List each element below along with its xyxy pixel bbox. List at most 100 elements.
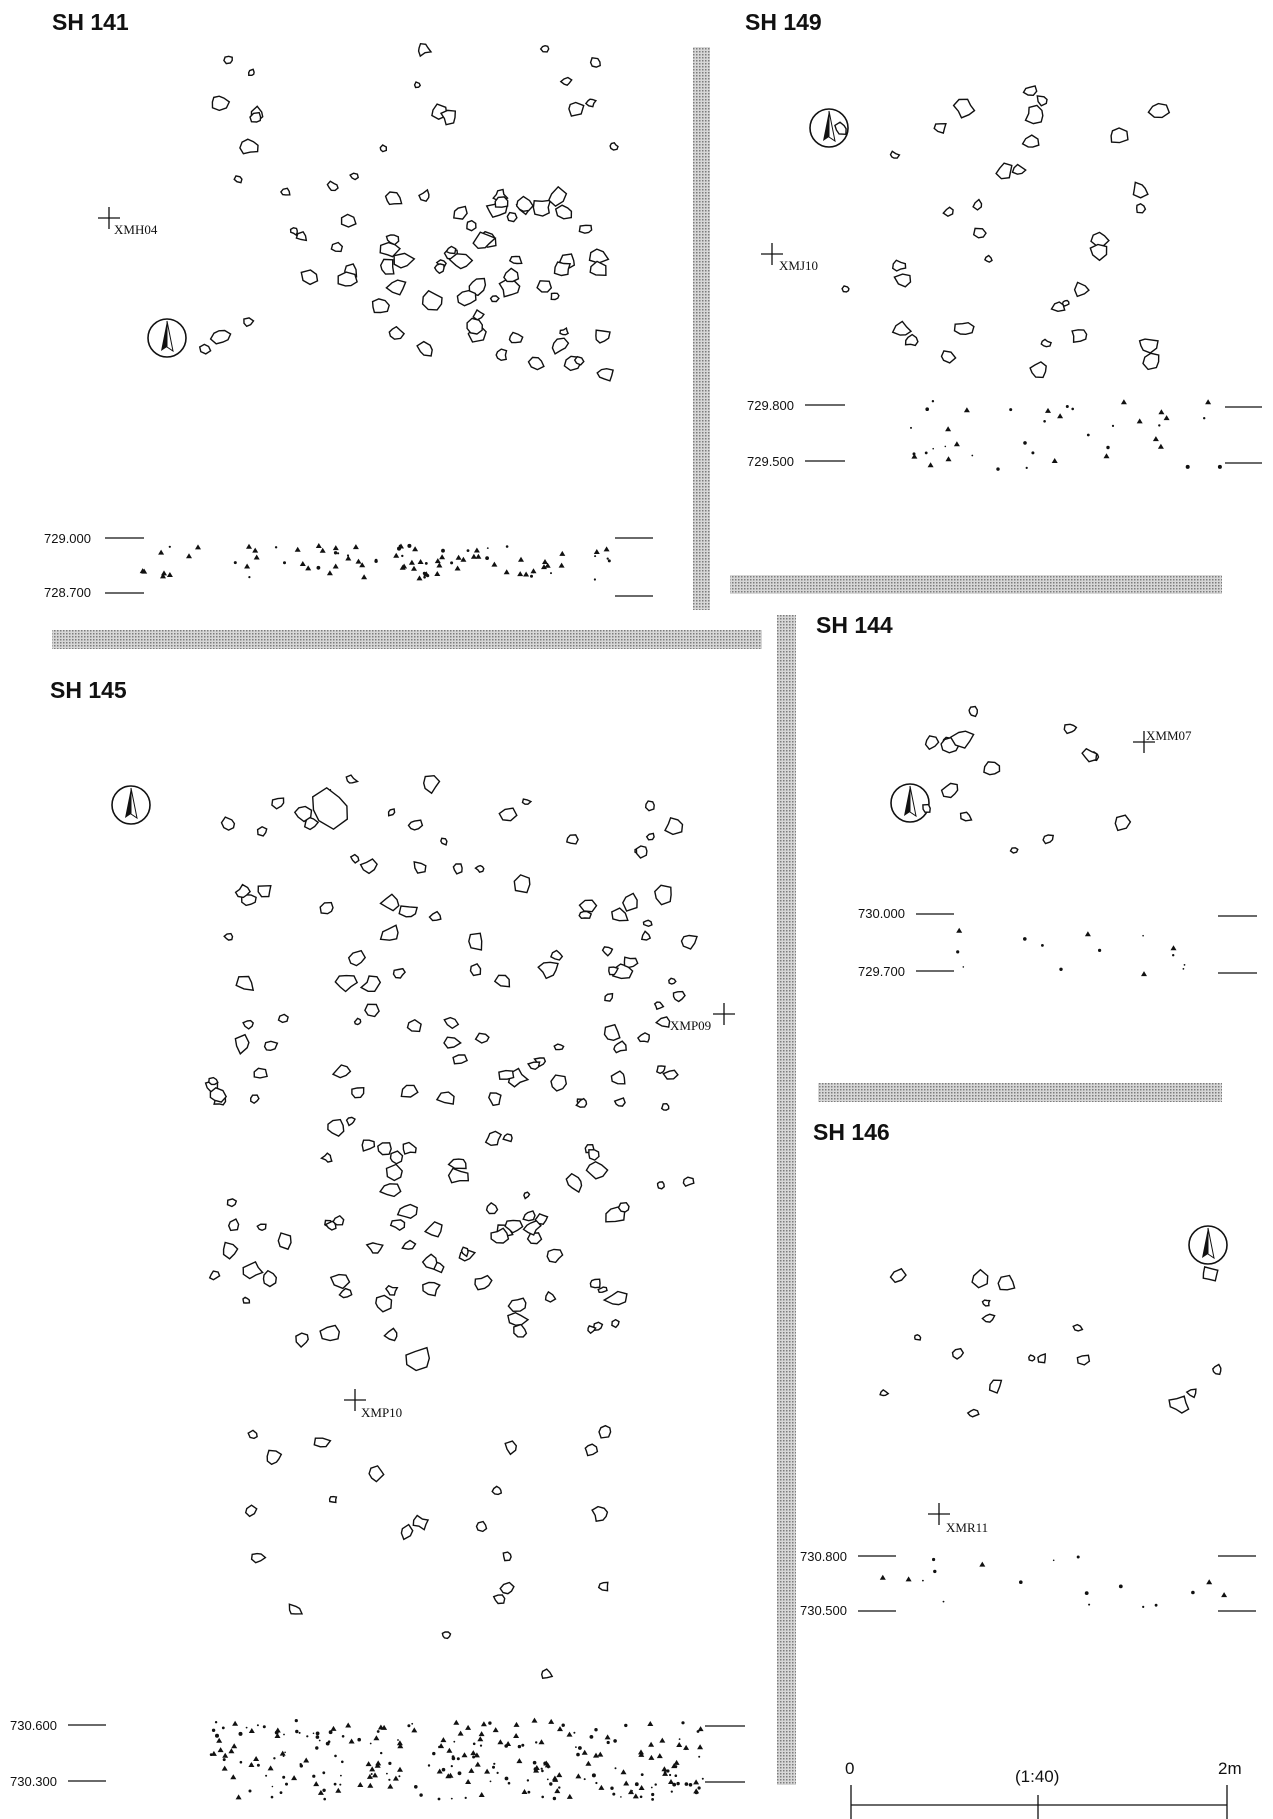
artifact-dot [1076, 1555, 1080, 1559]
artifact-dot [479, 1744, 483, 1747]
stone-outline [468, 277, 487, 297]
artifact-dot [341, 1760, 344, 1764]
stone-outline [249, 111, 262, 123]
stone-outline [440, 837, 448, 846]
artifact-dot [552, 1796, 557, 1801]
artifact-dot [610, 1786, 614, 1790]
stone-outline [623, 956, 639, 969]
stone-outline [331, 1064, 352, 1079]
artifact-dot [388, 1761, 392, 1765]
stone-outline [208, 1076, 219, 1086]
artifact-dot [1052, 1559, 1055, 1562]
artifact-triangle [231, 1743, 238, 1749]
stone-outline [534, 1213, 549, 1225]
stone-outline [485, 1202, 499, 1215]
grid-cross-icon [98, 207, 120, 229]
grid-cross-icon [344, 1389, 366, 1411]
artifact-dot [517, 1744, 522, 1749]
artifact-dot [1031, 451, 1035, 455]
stone-outline [338, 1287, 353, 1299]
scale-bar: 0 (1:40) 2m [845, 1759, 1242, 1819]
stone-outline [295, 230, 308, 242]
stone-outline [288, 1603, 304, 1615]
grid-label: XMP09 [670, 1018, 711, 1033]
artifact-triangle [447, 1772, 454, 1778]
artifact-triangle [365, 1761, 372, 1767]
stone-outline [256, 826, 268, 837]
stone-outline [400, 1523, 414, 1541]
stone-outline [474, 1274, 493, 1291]
stone-outline [452, 863, 463, 875]
stone-outline [672, 990, 686, 1003]
stone-outline [537, 961, 559, 980]
north-arrow-icon [890, 783, 930, 823]
stone-outline [1063, 723, 1078, 735]
stone-outline [359, 858, 378, 875]
stone-outline [1185, 1388, 1197, 1399]
stone-outline [413, 81, 422, 89]
stone-outline [597, 1286, 608, 1294]
artifact-triangle [697, 1744, 704, 1750]
artifact-dot [925, 407, 929, 412]
stone-outline [551, 337, 570, 355]
stone-outline [933, 122, 947, 134]
artifact-triangle [361, 574, 368, 580]
stone-outline [249, 1094, 260, 1105]
artifact-dot [684, 1748, 687, 1751]
stone-outline [1132, 181, 1149, 199]
scale-ratio-label: (1:40) [1015, 1767, 1059, 1786]
artifact-triangle [453, 1719, 460, 1725]
stone-outline [460, 1246, 469, 1258]
stone-outline [384, 1284, 399, 1296]
artifact-dot [575, 1746, 577, 1748]
artifact-triangle [317, 1789, 324, 1795]
artifact-triangle [222, 1752, 229, 1758]
artifact-triangle [244, 563, 251, 569]
artifact-triangle [478, 1792, 485, 1797]
stone-outline [379, 924, 399, 941]
artifact-triangle [332, 563, 339, 569]
artifact-triangle [210, 1750, 217, 1756]
artifact-triangle [355, 558, 362, 564]
artifact-dot [1118, 1584, 1123, 1589]
artifact-dot [456, 1757, 460, 1761]
artifact-triangle [620, 1769, 627, 1775]
artifact-triangle [1051, 458, 1058, 463]
artifact-triangle [230, 1774, 237, 1780]
artifact-dot [380, 1751, 383, 1755]
stone-outline [596, 367, 614, 382]
stone-outline [407, 819, 424, 831]
artifact-triangle [697, 1726, 704, 1732]
stone-outline [379, 144, 387, 153]
stone-outline [1072, 1323, 1084, 1332]
artifact-dot [312, 1732, 315, 1735]
stone-outline [971, 1268, 989, 1289]
artifact-dot [640, 1773, 644, 1776]
artifact-dot [1023, 937, 1027, 941]
artifact-triangle [345, 555, 352, 561]
artifact-dot [1185, 464, 1190, 469]
artifact-triangle [186, 553, 192, 559]
artifact-triangle [1103, 453, 1110, 459]
stone-outline [559, 326, 570, 336]
artifact-triangle [232, 1720, 239, 1726]
stone-outline [891, 320, 913, 336]
artifact-dot [374, 558, 378, 562]
artifact-dot [932, 1557, 936, 1562]
section-sh141: 729.000 728.700 [44, 531, 653, 600]
stone-outline [891, 259, 907, 272]
artifact-triangle [235, 1794, 242, 1800]
artifact-dot [214, 1721, 218, 1724]
elevation-label: 730.300 [10, 1774, 57, 1789]
artifact-dot [589, 1735, 594, 1739]
artifact-triangle [412, 546, 419, 552]
artifact-dot [507, 1781, 511, 1785]
stone-outline [1029, 361, 1047, 379]
artifact-dot [245, 1726, 248, 1729]
artifact-dot [453, 1740, 456, 1743]
stone-outline [441, 1631, 452, 1640]
artifact-triangle [542, 559, 548, 564]
stone-outline [653, 1001, 665, 1011]
artifact-dot [944, 445, 947, 448]
stone-outline [613, 1040, 627, 1054]
